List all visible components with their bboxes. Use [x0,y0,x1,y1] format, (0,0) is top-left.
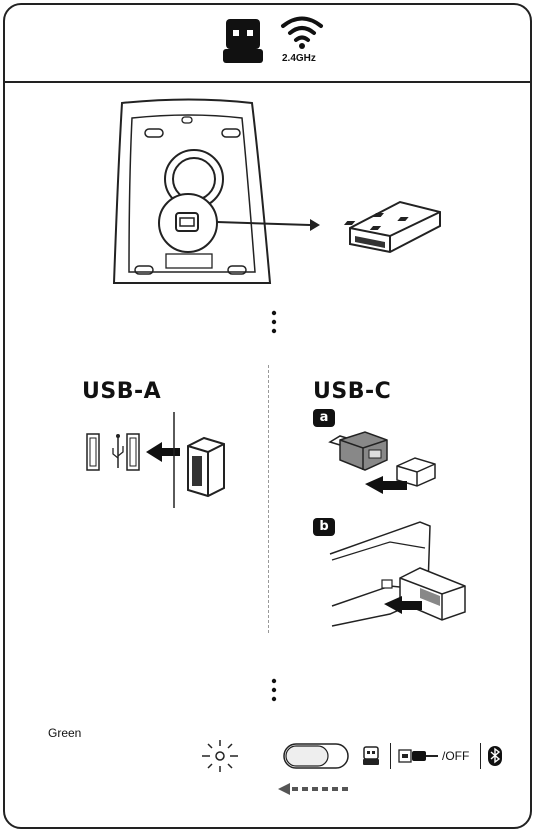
status-divider-1 [390,743,391,769]
header-divider [3,81,532,83]
led-color-label: Green [48,726,82,740]
laptop-usb-c-illustration [329,521,466,627]
mode-switch-icon [283,743,349,769]
switch-off-label: /OFF [442,749,470,763]
column-divider [268,365,269,633]
page-frame [3,3,532,829]
usb-a-title: USB-A [82,379,162,404]
usb-c-adapter-illustration [328,431,436,494]
mouse-underside-illustration [112,98,320,284]
frequency-label: 2.4GHz [282,53,316,64]
usb-receiver-illustration [343,200,441,254]
continue-dots-icon [271,310,277,334]
wireless-signal-icon [281,16,323,49]
usb-receiver-icon [223,19,263,63]
led-blink-icon [202,740,238,772]
status-divider-2 [480,743,481,769]
step-b-badge: b [313,518,335,536]
bluetooth-icon [488,746,502,766]
continue-dots-icon-2 [271,678,277,702]
usb-c-title: USB-C [313,379,392,404]
slide-direction-arrow-icon [278,783,348,795]
step-a-badge: a [313,409,335,427]
usb-a-insert-illustration [86,412,225,508]
usb-cable-mode-icon [398,749,438,763]
receiver-mode-icon [363,746,379,765]
